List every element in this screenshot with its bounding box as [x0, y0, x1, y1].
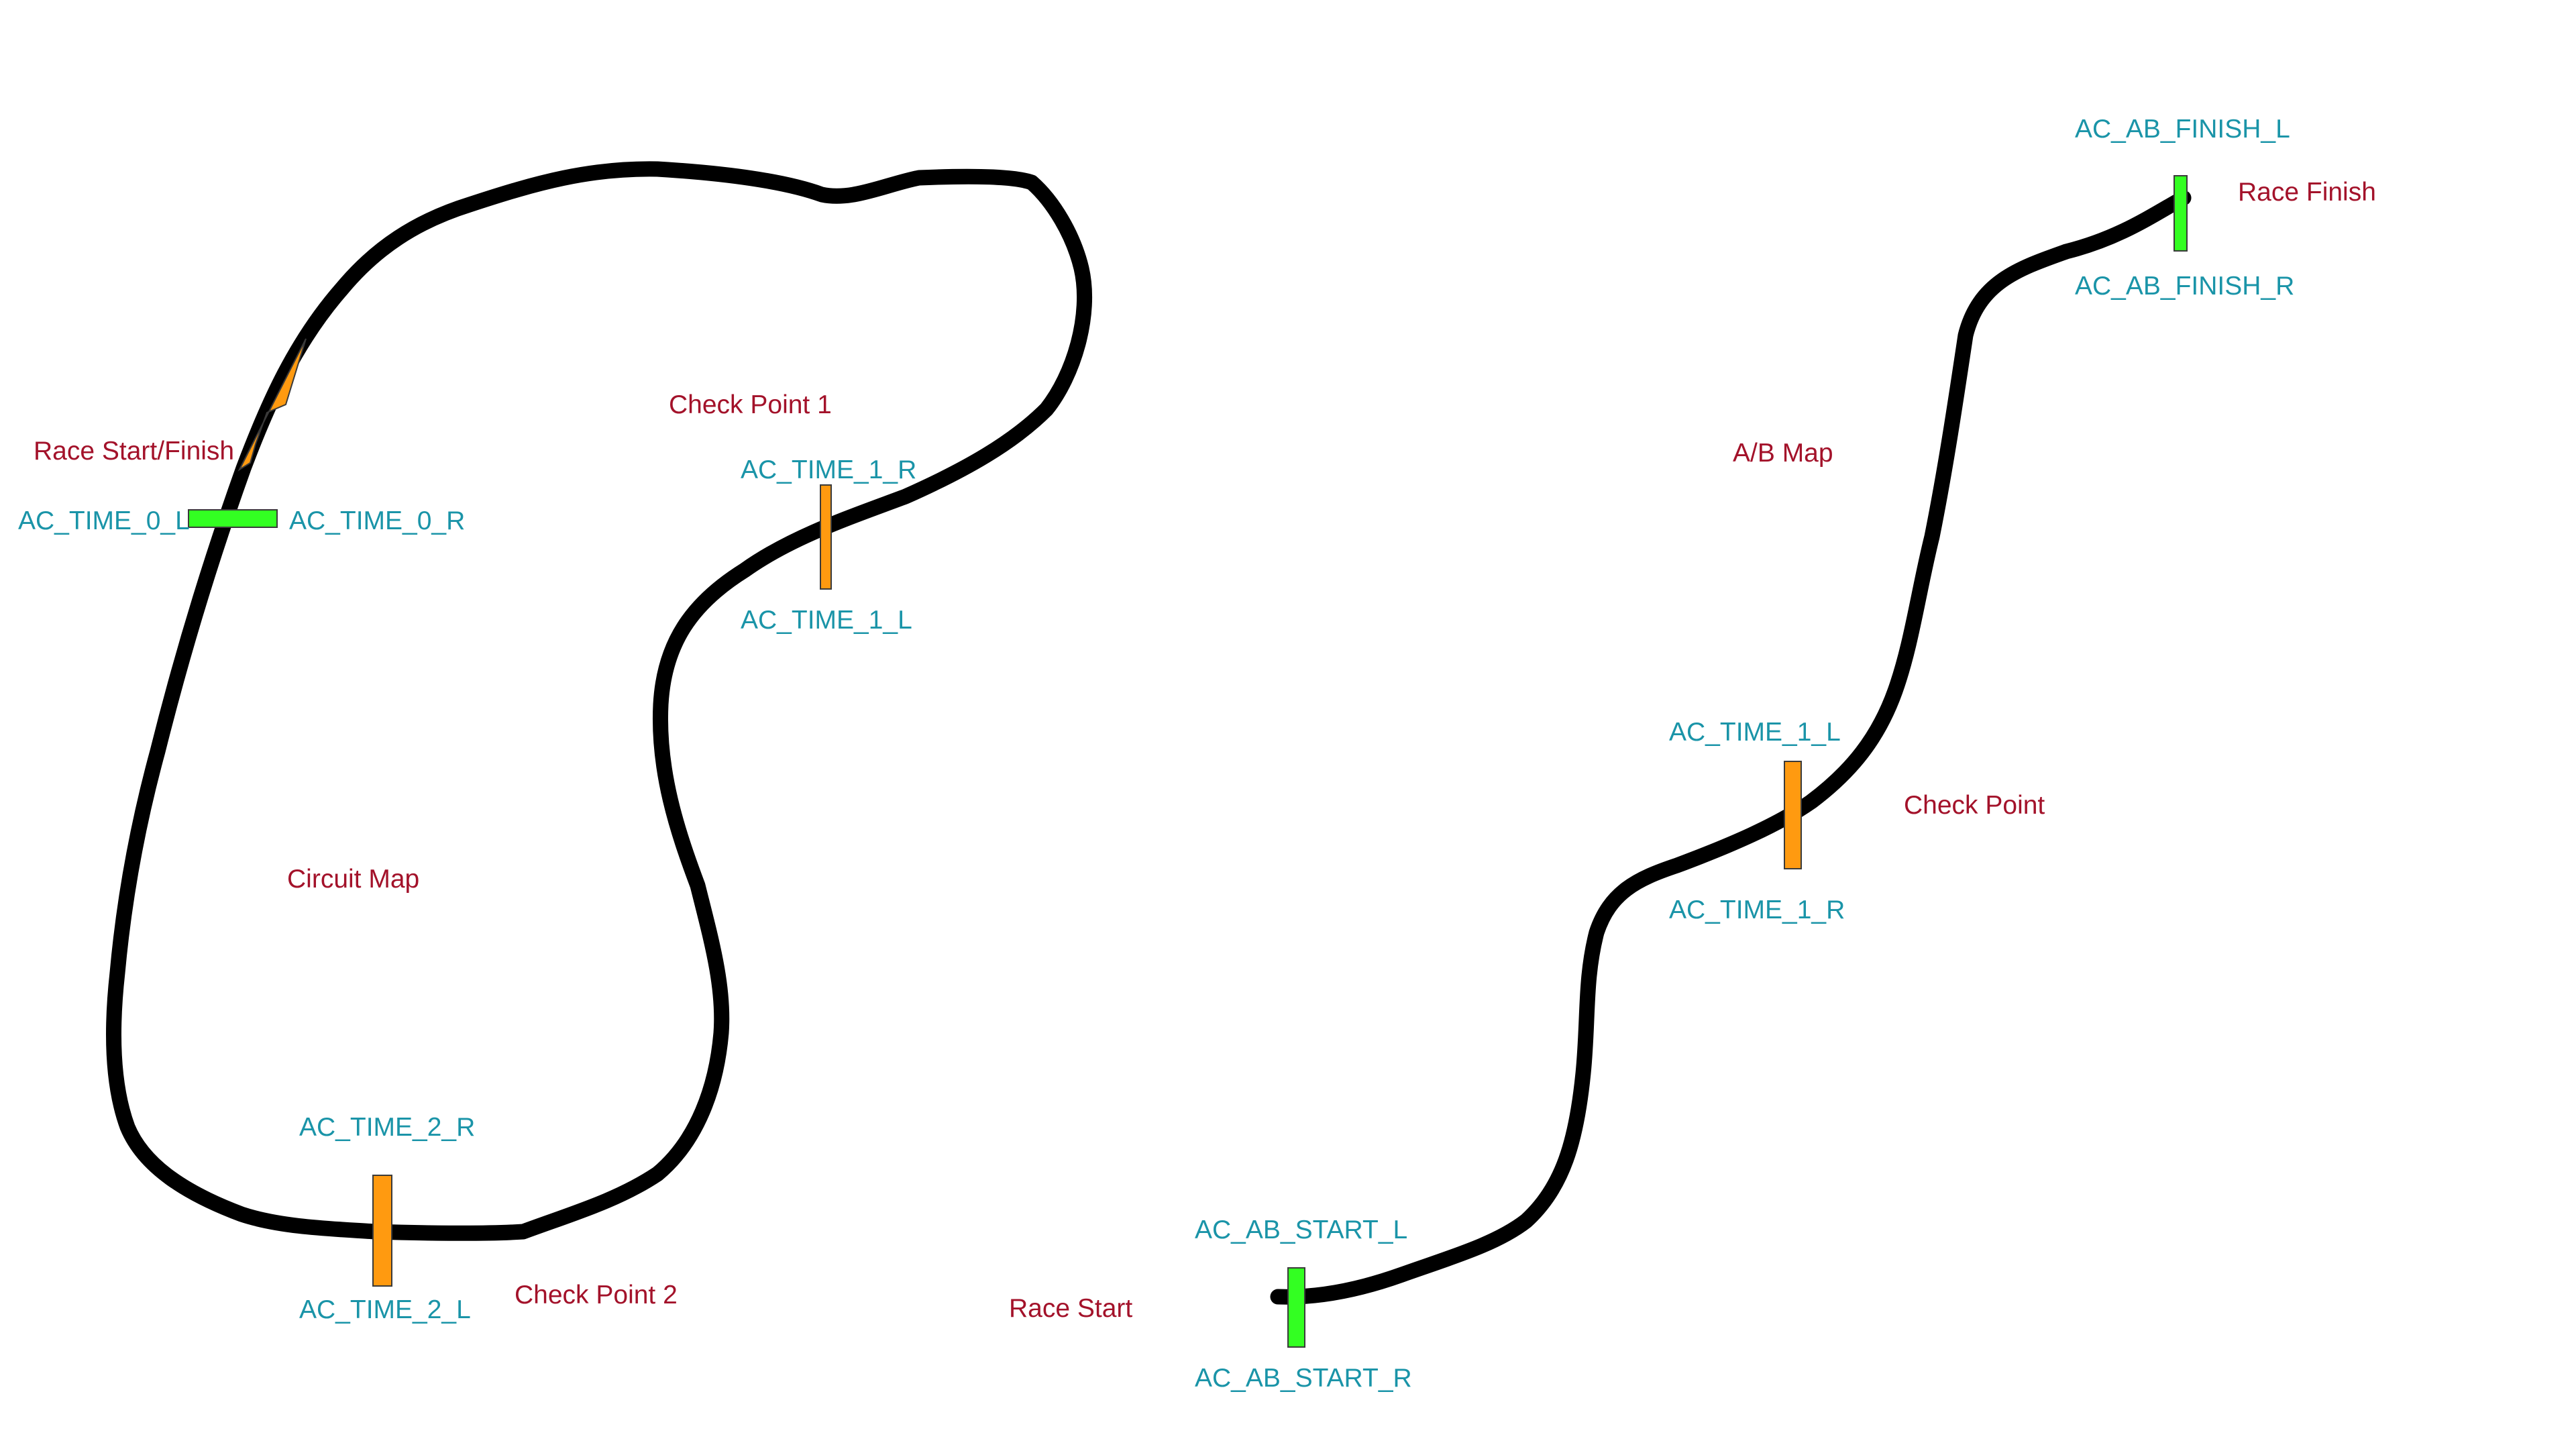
- gate-ac-time-1: [820, 484, 832, 590]
- ab-gate-1-left-label: AC_TIME_1_L: [1669, 718, 1841, 747]
- checkpoint-2-label: Check Point 2: [515, 1281, 678, 1309]
- gate-ac-time-2: [372, 1175, 392, 1287]
- gate-0-right-label: AC_TIME_0_R: [289, 506, 465, 535]
- circuit-map-title: Circuit Map: [287, 865, 419, 894]
- ab-checkpoint-label: Check Point: [1904, 791, 2045, 820]
- ab-start-left-label: AC_AB_START_L: [1195, 1216, 1407, 1244]
- gate-0-left-label: AC_TIME_0_L: [18, 506, 190, 535]
- ab-finish-right-label: AC_AB_FINISH_R: [2075, 272, 2294, 301]
- ab-gate-1-right-label: AC_TIME_1_R: [1669, 896, 1845, 924]
- gate-ab-start: [1287, 1267, 1305, 1348]
- gate-ac-time-0: [188, 509, 278, 528]
- ab-track-path: [1270, 190, 2192, 1305]
- gate-1-left-label: AC_TIME_1_L: [741, 606, 912, 635]
- race-start-direction-arrow: [237, 338, 307, 472]
- circuit-track-path: [106, 161, 1093, 1241]
- gate-1-right-label: AC_TIME_1_R: [741, 455, 916, 484]
- ab-map-title: A/B Map: [1733, 439, 1833, 468]
- ab-start-right-label: AC_AB_START_R: [1195, 1364, 1412, 1393]
- ab-race-finish-label: Race Finish: [2238, 178, 2376, 207]
- gate-2-right-label: AC_TIME_2_R: [299, 1113, 475, 1142]
- checkpoint-1-label: Check Point 1: [669, 390, 832, 419]
- ab-race-start-label: Race Start: [1009, 1294, 1132, 1323]
- ab-finish-left-label: AC_AB_FINISH_L: [2075, 115, 2290, 144]
- circuit-start-finish-label: Race Start/Finish: [34, 437, 234, 466]
- gate-ab-time-1: [1784, 761, 1802, 869]
- gate-2-left-label: AC_TIME_2_L: [299, 1295, 471, 1324]
- gate-ab-finish: [2174, 175, 2188, 252]
